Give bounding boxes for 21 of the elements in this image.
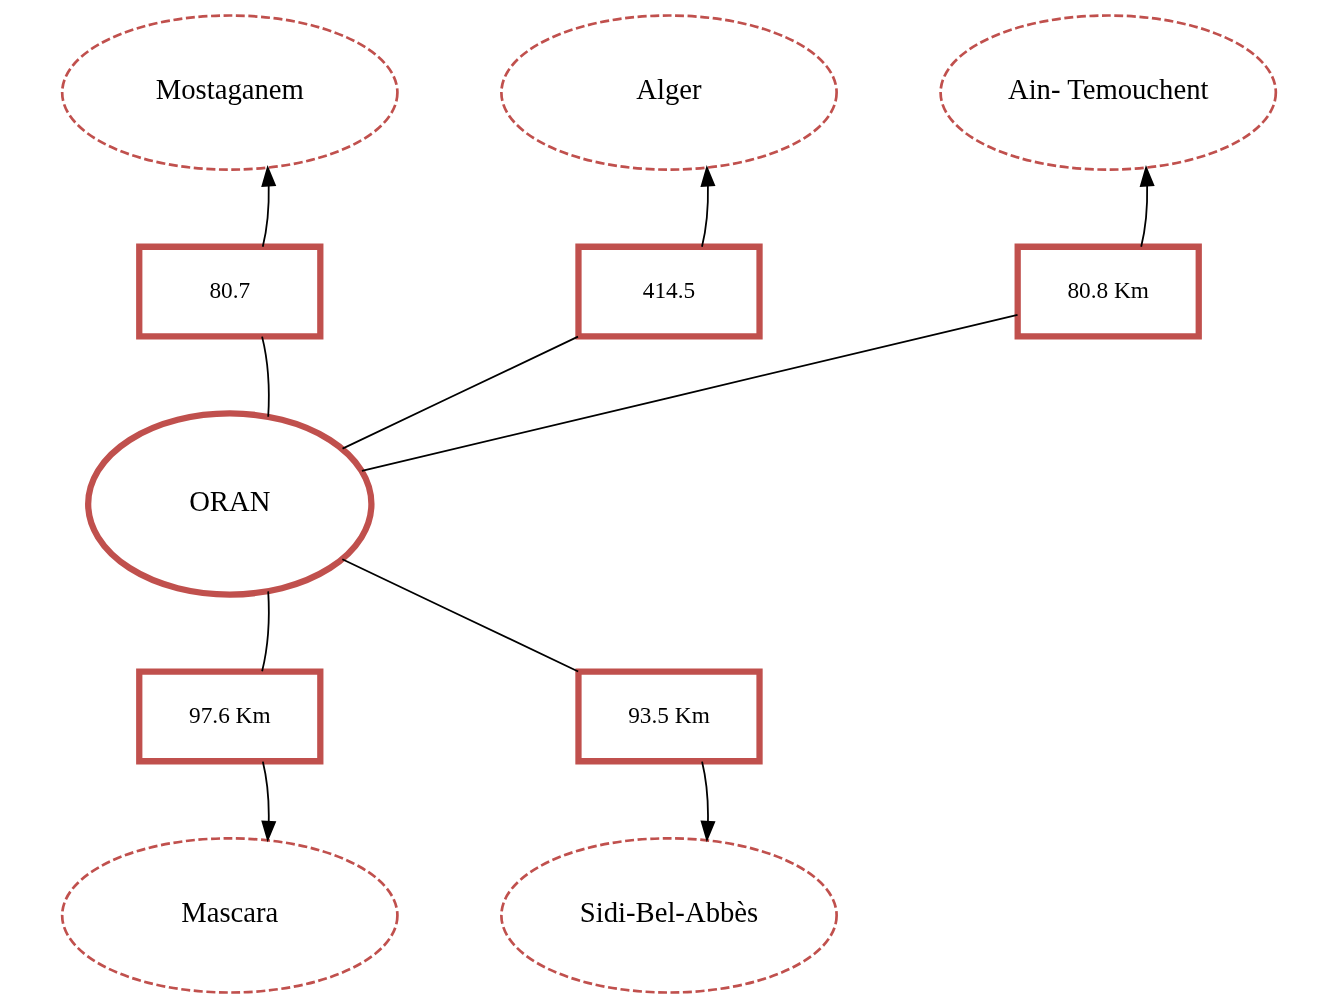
node-box: 93.5 Km <box>575 668 763 765</box>
node-ellipse: Sidi-Bel-Abbès <box>500 837 838 994</box>
node-box: 80.7 <box>136 243 324 340</box>
connector <box>361 314 1019 472</box>
connector <box>261 590 270 673</box>
arrow <box>1139 165 1155 248</box>
node-ellipse: Mascara <box>60 837 399 994</box>
node-ellipse: ORAN <box>85 410 375 598</box>
node-ellipse: Alger <box>500 14 838 171</box>
connector <box>261 335 270 418</box>
node-box: 97.6 Km <box>136 668 324 765</box>
arrow <box>261 165 277 248</box>
connector <box>341 558 580 673</box>
node-box: 80.8 Km <box>1014 243 1202 340</box>
arrow <box>700 760 716 843</box>
arrow <box>700 165 716 248</box>
node-ellipse: Mostaganem <box>60 14 399 171</box>
arrow <box>261 760 277 843</box>
node-box: 414.5 <box>575 243 763 340</box>
node-ellipse: Ain- Temouchent <box>939 14 1278 171</box>
connector <box>341 335 579 450</box>
